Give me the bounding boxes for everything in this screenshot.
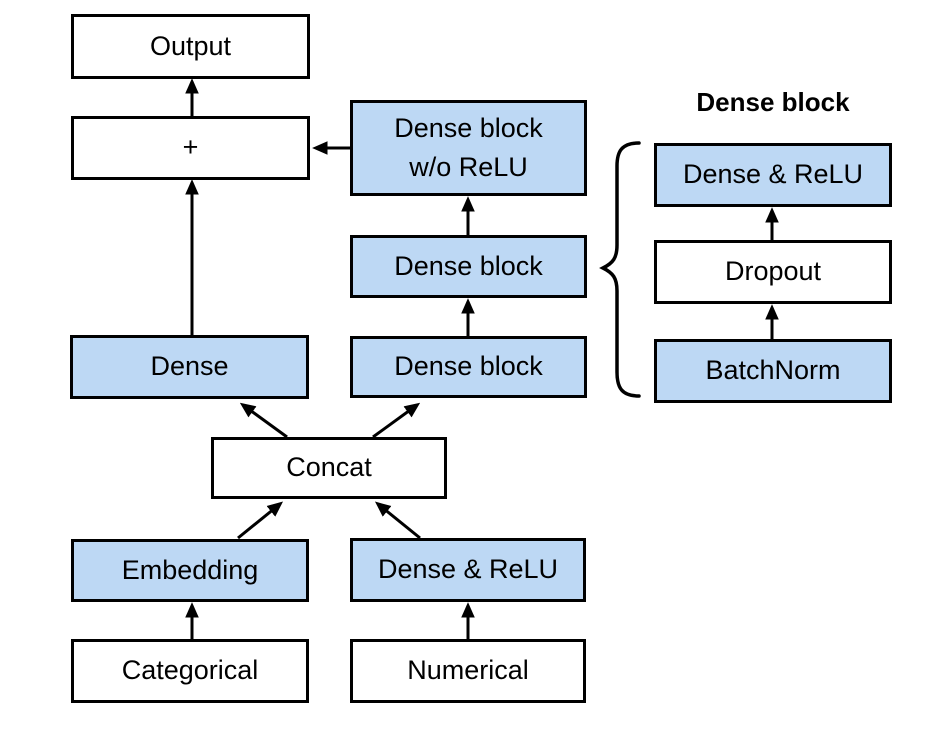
legend-node-dense-relu: Dense & ReLU	[654, 143, 892, 207]
node-embedding: Embedding	[71, 539, 309, 602]
legend-brace	[599, 141, 641, 398]
node-dense-block-low: Dense block	[350, 336, 587, 398]
node-dense-label: Dense	[150, 351, 229, 382]
legend-node-dropout-label: Dropout	[724, 256, 822, 287]
legend-node-batchnorm-label: BatchNorm	[705, 355, 841, 386]
node-add: +	[71, 116, 310, 180]
node-dense-block-wo-relu: Dense block w/o ReLU	[350, 100, 587, 196]
legend-title: Dense block	[654, 86, 892, 118]
legend-title-label: Dense block	[696, 86, 850, 117]
arrow-denserelu-to-concat	[374, 501, 421, 540]
node-numerical: Numerical	[350, 639, 586, 703]
node-dense: Dense	[70, 335, 309, 399]
legend-node-dropout: Dropout	[654, 240, 892, 304]
node-categorical-label: Categorical	[121, 655, 259, 686]
node-dense-relu-label: Dense & ReLU	[377, 554, 559, 585]
node-dense-block-wo-relu-line1: Dense block	[394, 112, 543, 143]
arrow-concat-to-dense	[239, 402, 288, 439]
node-dense-block-wo-relu-line2: w/o ReLU	[409, 152, 528, 182]
node-dense-block-mid-label: Dense block	[394, 250, 543, 281]
node-concat-label: Concat	[286, 452, 372, 483]
node-add-label: +	[182, 132, 199, 163]
node-embedding-label: Embedding	[121, 554, 259, 585]
node-concat: Concat	[211, 437, 447, 499]
node-numerical-label: Numerical	[407, 655, 529, 686]
node-dense-block-low-label: Dense block	[394, 351, 543, 382]
node-dense-relu: Dense & ReLU	[350, 538, 586, 602]
node-output-label: Output	[149, 30, 232, 61]
arrow-embedding-to-concat	[237, 501, 284, 540]
arrow-concat-to-lowblock	[372, 402, 421, 439]
legend-node-dense-relu-label: Dense & ReLU	[682, 159, 864, 190]
legend-node-batchnorm: BatchNorm	[654, 339, 892, 403]
node-output: Output	[71, 14, 310, 79]
node-categorical: Categorical	[71, 639, 309, 703]
node-dense-block-mid: Dense block	[350, 235, 587, 298]
